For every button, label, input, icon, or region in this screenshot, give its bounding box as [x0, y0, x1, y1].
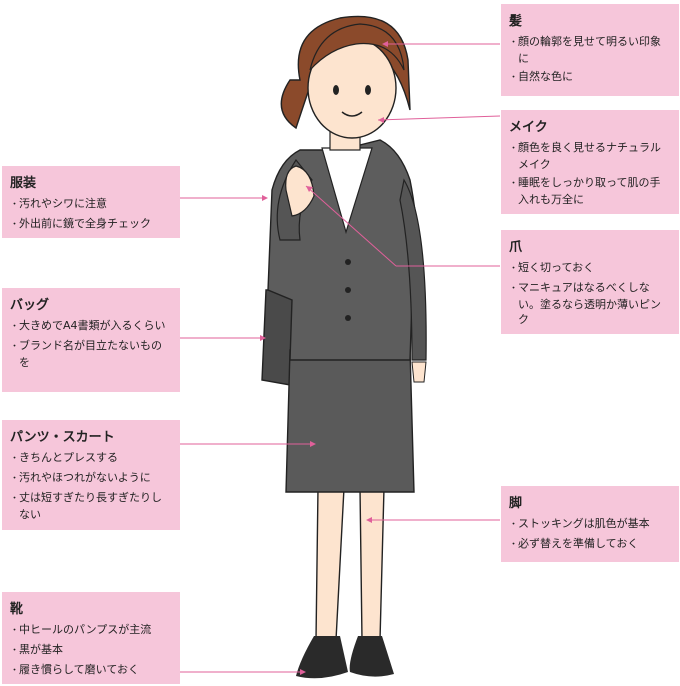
- callout-title: 服装: [10, 176, 37, 191]
- callout-item: マニキュアはなるべくしない。塗るなら透明か薄いピンク: [509, 280, 671, 327]
- callout-item: 短く切っておく: [509, 260, 671, 277]
- right-shoe: [349, 636, 394, 677]
- callout-hair: 髪 顔の輪郭を見せて明るい印象に 自然な色に: [501, 4, 679, 96]
- callout-item: 自然な色に: [509, 69, 671, 86]
- callout-item: 汚れやほつれがないように: [10, 470, 172, 487]
- callout-item: きちんとプレスする: [10, 450, 172, 467]
- leader-lines: [180, 43, 501, 673]
- callout-item: 外出前に鏡で全身チェック: [10, 216, 172, 233]
- callout-item: 大きめでA4書類が入るくらい: [10, 318, 172, 335]
- callout-shoes: 靴 中ヒールのパンプスが主流 黒が基本 履き慣らして磨いておく: [2, 592, 180, 684]
- callout-title: メイク: [509, 120, 548, 135]
- callout-nails: 爪 短く切っておく マニキュアはなるべくしない。塗るなら透明か薄いピンク: [501, 230, 679, 334]
- callout-item: ストッキングは肌色が基本: [509, 516, 671, 533]
- callout-legs: 脚 ストッキングは肌色が基本 必ず替えを準備しておく: [501, 486, 679, 562]
- callout-title: パンツ・スカート: [10, 430, 115, 445]
- callout-title: 脚: [509, 496, 523, 511]
- callout-title: 靴: [10, 602, 24, 617]
- callout-item: 必ず替えを準備しておく: [509, 536, 671, 553]
- callout-clothes: 服装 汚れやシワに注意 外出前に鏡で全身チェック: [2, 166, 180, 238]
- callout-item: 中ヒールのパンプスが主流: [10, 622, 172, 639]
- callout-item: 顔の輪郭を見せて明るい印象に: [509, 34, 671, 66]
- callout-title: 爪: [509, 240, 523, 255]
- callout-item: 顔色を良く見せるナチュラルメイク: [509, 140, 671, 172]
- callout-title: 髪: [509, 14, 523, 29]
- callout-item: ブランド名が目立たないものを: [10, 338, 172, 370]
- callout-item: 睡眠をしっかり取って肌の手入れも万全に: [509, 175, 671, 207]
- callout-bag: バッグ 大きめでA4書類が入るくらい ブランド名が目立たないものを: [2, 288, 180, 392]
- callout-pants-skirt: パンツ・スカート きちんとプレスする 汚れやほつれがないように 丈は短すぎたり長…: [2, 420, 180, 530]
- left-shoe: [296, 636, 348, 679]
- callout-item: 汚れやシワに注意: [10, 196, 172, 213]
- callout-item: 履き慣らして磨いておく: [10, 662, 172, 679]
- callout-makeup: メイク 顔色を良く見せるナチュラルメイク 睡眠をしっかり取って肌の手入れも万全に: [501, 110, 679, 214]
- callout-title: バッグ: [10, 298, 50, 313]
- callout-item: 黒が基本: [10, 642, 172, 659]
- callout-item: 丈は短すぎたり長すぎたりしない: [10, 490, 172, 522]
- skirt: [285, 349, 415, 493]
